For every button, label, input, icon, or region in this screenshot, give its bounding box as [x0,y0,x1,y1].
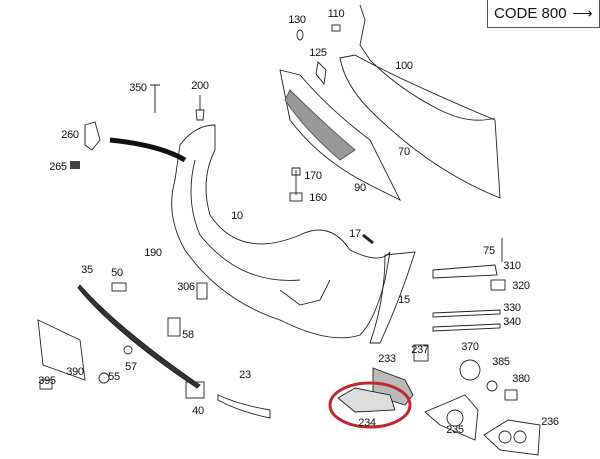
callout-306: 306 [177,281,195,293]
impact-absorber [339,54,501,199]
callout-370: 370 [461,341,479,353]
callout-235: 235 [446,424,464,436]
side-strip [369,251,416,344]
callout-75: 75 [483,245,495,257]
callout-237: 237 [411,344,429,356]
callout-390: 390 [66,366,84,378]
callout-50: 50 [111,267,123,279]
callout-380: 380 [512,373,530,385]
callout-130: 130 [288,14,306,26]
callout-395: 395 [38,375,56,387]
callout-110: 110 [327,8,345,20]
callout-57: 57 [125,361,137,373]
callout-236: 236 [541,416,559,428]
code-800-box: CODE 800 ⟶ [487,0,600,28]
callout-233: 233 [378,353,396,365]
callout-35: 35 [81,264,93,276]
callout-340: 340 [503,316,521,328]
callout-15: 15 [398,294,410,306]
callout-160: 160 [309,192,327,204]
lower-strip [77,284,201,389]
callout-17: 17 [349,228,361,240]
callout-265: 265 [49,161,67,173]
callout-310: 310 [503,260,521,272]
callout-58: 58 [182,329,194,341]
callout-200: 200 [191,80,209,92]
callout-55: 55 [108,371,120,383]
highlight-circle-234 [328,381,412,429]
callout-10: 10 [231,210,243,222]
callout-330: 330 [503,302,521,314]
callout-190: 190 [144,247,162,259]
callout-40: 40 [192,405,204,417]
callout-90: 90 [354,182,366,194]
callout-100: 100 [395,60,413,72]
callout-350: 350 [129,82,147,94]
callout-234: 234 [358,417,376,429]
callout-320: 320 [512,280,530,292]
code-label: CODE 800 [494,5,567,22]
callout-385: 385 [492,356,510,368]
callout-260: 260 [61,129,79,141]
callout-23: 23 [239,369,251,381]
grille [279,69,402,202]
callout-70: 70 [398,146,410,158]
callout-125: 125 [309,47,327,59]
right-arrow-icon: ⟶ [572,5,593,21]
bumper-cover [171,124,391,339]
callout-170: 170 [304,170,322,182]
